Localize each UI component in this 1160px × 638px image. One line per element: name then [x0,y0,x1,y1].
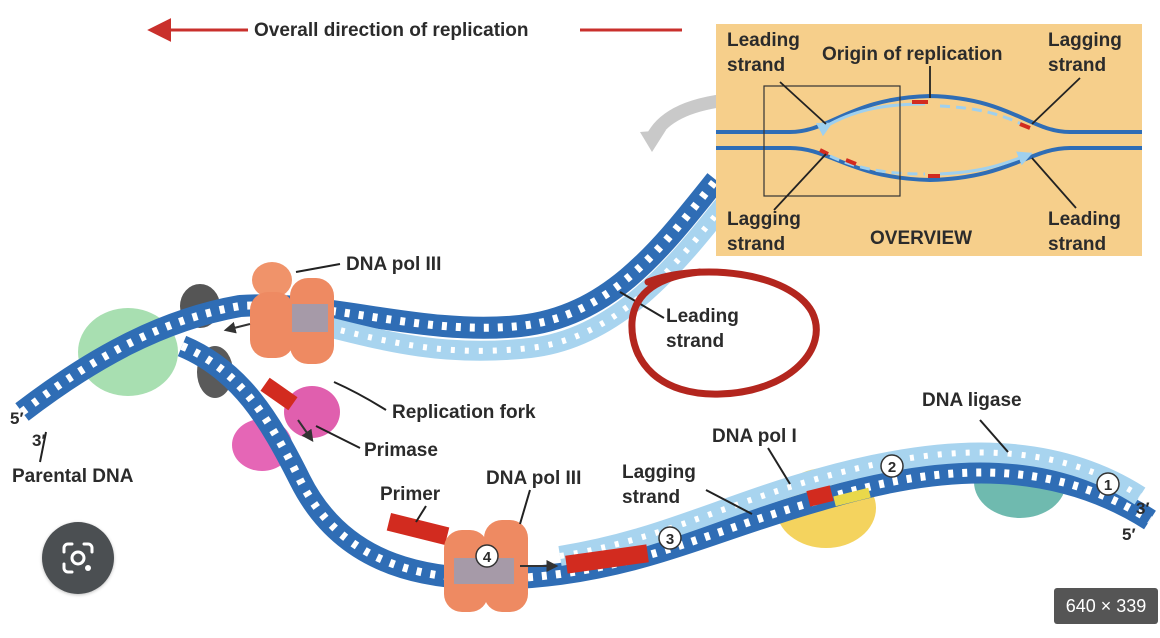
direction-label: Overall direction of replication [254,20,529,41]
label-dna-ligase: DNA ligase [922,390,1022,411]
google-lens-button[interactable] [42,522,114,594]
primer-fork [260,377,298,411]
step-4: 4 [483,549,492,566]
overview-lagging-bl-1: Lagging [727,209,801,230]
label-replication-fork: Replication fork [392,402,536,423]
label-5prime-right: 5′ [1122,525,1136,544]
google-lens-icon [62,542,94,574]
label-3prime-right: 3′ [1136,499,1150,518]
primase-blob-2 [284,386,340,438]
label-leading-strand-1: Leading [666,306,739,327]
step-3: 3 [666,531,674,548]
overview-leading-br-1: Leading [1048,209,1121,230]
label-lagging-strand-2: strand [622,487,680,508]
dna-pol-iii-top-left [250,292,294,358]
synthesis-arrow-top [223,321,251,334]
label-leading-strand-2: strand [666,331,724,352]
step-1: 1 [1104,477,1112,494]
overview-lagging-tr-1: Lagging [1048,30,1122,51]
overview-lagging-tr-2: strand [1048,55,1106,76]
overview-background [716,24,1142,256]
label-parental-dna: Parental DNA [12,466,134,487]
overview-leading-br-2: strand [1048,234,1106,255]
overview-leading-left [815,102,926,137]
dna-pol-i-fill [833,487,871,507]
label-primer: Primer [380,484,441,505]
dna-pol-iii-top-head [252,262,292,298]
leader-lines [39,263,1009,525]
overview-inset: Origin of replication Leading strand Lag… [716,24,1142,256]
upper-strand-bases [19,177,720,416]
lagging-strand-new [558,442,1146,566]
label-3prime-left: 3′ [32,431,46,450]
overview-lagging-bl-2: strand [727,234,785,255]
overview-leading-tl-1: Leading [727,30,800,51]
step-markers: 1 2 3 4 [475,454,1120,568]
image-dimensions-badge: 640 × 339 [1054,588,1158,624]
primer-pol-i [806,485,834,507]
step-2: 2 [888,459,896,476]
synthesis-arrow-fork [297,419,314,442]
overview-origin-label: Origin of replication [822,44,1003,65]
label-dna-pol-i: DNA pol I [712,426,797,447]
overview-leading-tl-2: strand [727,55,785,76]
primer-okazaki [565,544,649,574]
overview-title: OVERVIEW [870,228,972,249]
label-5prime-left: 5′ [10,409,24,428]
label-lagging-strand-1: Lagging [622,462,696,483]
primer-segment [386,513,450,545]
overview-lagging-left [829,154,926,176]
label-dna-pol-iii-top: DNA pol III [346,254,441,275]
overview-zoom-box [763,85,901,197]
leading-strand-new [297,193,736,361]
overview-lagging-right [939,104,1027,128]
dna-pol-iii-top-clamp [292,304,328,332]
annotation-circle [628,268,820,398]
label-dna-pol-iii-bottom: DNA pol III [486,468,581,489]
overview-strand-bottom [716,146,1142,183]
overview-leading-right [939,151,1033,176]
overview-pointer-arrowhead [640,130,666,152]
label-primase: Primase [364,440,438,461]
